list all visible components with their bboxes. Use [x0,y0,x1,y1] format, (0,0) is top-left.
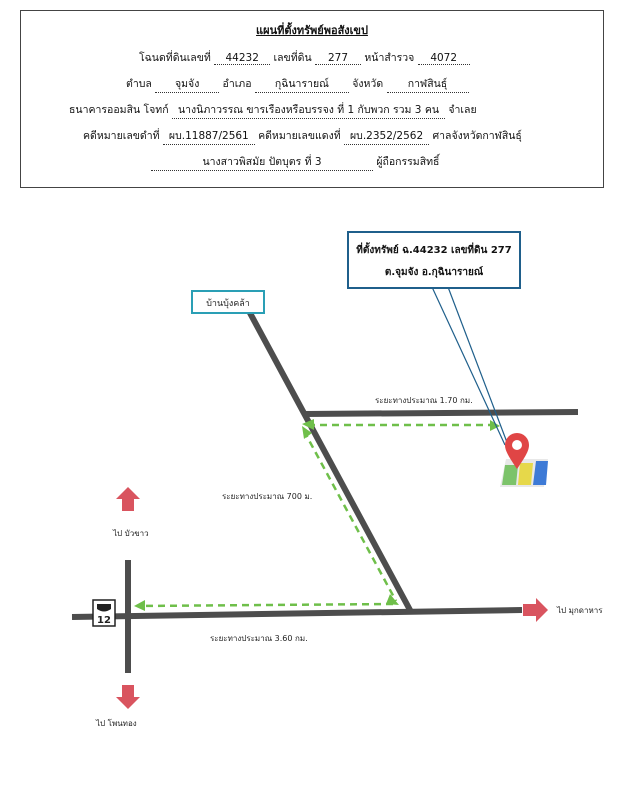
bank-name: ธนาคารออมสิน [69,104,141,116]
location-pin-icon [505,433,529,469]
parcel-yellow [518,463,533,485]
parcel-green [502,465,518,485]
village-label: บ้านบุ้งคล้า [206,298,250,309]
distance-label-bottom: ระยะทางประมาณ 3.60 กม. [210,634,308,643]
defendant-label: จำเลย [448,104,477,116]
highway-road [71,607,523,620]
subdistrict-label: ตำบล [126,78,152,90]
map-title: แผนที่ตั้งทรัพย์พอสังเขป [256,24,368,37]
direction-east-label: ไป มุกดาหาร [556,606,603,615]
property-marker [500,433,548,487]
arrow-down-icon [116,685,140,709]
parcel-blue [533,461,548,485]
header-box: แผนที่ตั้งทรัพย์พอสังเขป โฉนดที่ดินเลขที… [20,10,604,188]
survey-label: หน้าสำรวจ [364,52,415,64]
red-case-label: คดีหมายเลขแดงที่ [258,130,341,142]
black-case-label: คดีหมายเลขดำที่ [83,130,160,142]
location-map: ที่ตั้งทรัพย์ ฉ.44232 เลขที่ดิน 277 ต.จุ… [71,231,603,728]
parties-row: ธนาคารออมสิน โจทก์ นางนิภาวรรณ ขารเรืองห… [21,101,630,119]
owner-label: ผู้ถือกรรมสิทธิ์ [376,156,440,168]
district-value: กุฉินารายณ์ [254,75,349,93]
province-value: กาฬสินธุ์ [386,75,469,93]
subdistrict-value: จุมจัง [155,75,220,93]
property-callout-box [347,231,521,289]
route-arrowhead-top-left [302,419,314,430]
owner-name: นางสาวพิสมัย ปัตบุตร ที่ 3 [151,153,373,171]
defendant-name: นางนิภาวรรณ ขารเรืองหรือบรรจง ที่ 1 กับพ… [171,101,446,119]
plaintiff-label: โจทก์ [143,104,169,116]
province-label: จังหวัด [352,78,384,90]
route-arrowhead-diagonal-top [302,426,312,439]
distance-label-middle: ระยะทางประมาณ 700 ม. [222,492,312,501]
arrow-up-icon [116,487,140,511]
deed-label: โฉนดที่ดินเลขที่ [139,52,211,64]
callout-leader-line [431,286,506,446]
property-callout-line1: ที่ตั้งทรัพย์ ฉ.44232 เลขที่ดิน 277 [356,242,511,256]
highway-shield-icon: 12 [92,599,116,627]
route-diagonal-segment [302,430,398,602]
red-case-number: ผบ.2352/2562 [344,127,430,145]
owner-row: นางสาวพิสมัย ปัตบุตร ที่ 3 ผู้ถือกรรมสิท… [21,153,630,171]
route-bottom-segment [137,602,394,608]
village-label-box [191,290,265,314]
deed-row: โฉนดที่ดินเลขที่ 44232 เลขที่ดิน 277 หน้… [21,49,630,66]
direction-south-label: ไป โพนทอง [95,718,137,728]
callout-leader-line [447,286,509,446]
deed-number: 44232 [214,52,271,65]
route-arrowhead-left [134,600,145,611]
route-arrowhead-top-right [490,420,500,431]
highway-number: 12 [97,615,111,626]
branch-road [304,409,579,417]
distance-label-top: ระยะทางประมาณ 1.70 กม. [375,396,473,405]
court-name: ศาลจังหวัดกาฬสินธุ์ [432,130,522,142]
land-number-label: เลขที่ดิน [273,52,312,64]
route-arrowhead-diagonal-bottom [386,594,399,605]
arrow-right-icon [523,598,548,622]
route-path [137,423,495,608]
black-case-number: ผบ.11887/2561 [162,127,255,145]
location-pin-center [512,440,522,450]
diagonal-road [247,310,413,613]
district-label: อำเภอ [222,78,252,90]
location-row: ตำบล จุมจัง อำเภอ กุฉินารายณ์ จังหวัด กา… [21,75,630,93]
survey-number: 4072 [417,52,470,65]
land-number: 277 [315,52,361,65]
property-callout-line2: ต.จุมจัง อ.กุฉินารายณ์ [385,266,484,278]
highway-emblem-icon [97,604,111,612]
direction-north-label: ไป บัวขาว [112,529,149,538]
case-row: คดีหมายเลขดำที่ ผบ.11887/2561 คดีหมายเลข… [21,127,630,145]
